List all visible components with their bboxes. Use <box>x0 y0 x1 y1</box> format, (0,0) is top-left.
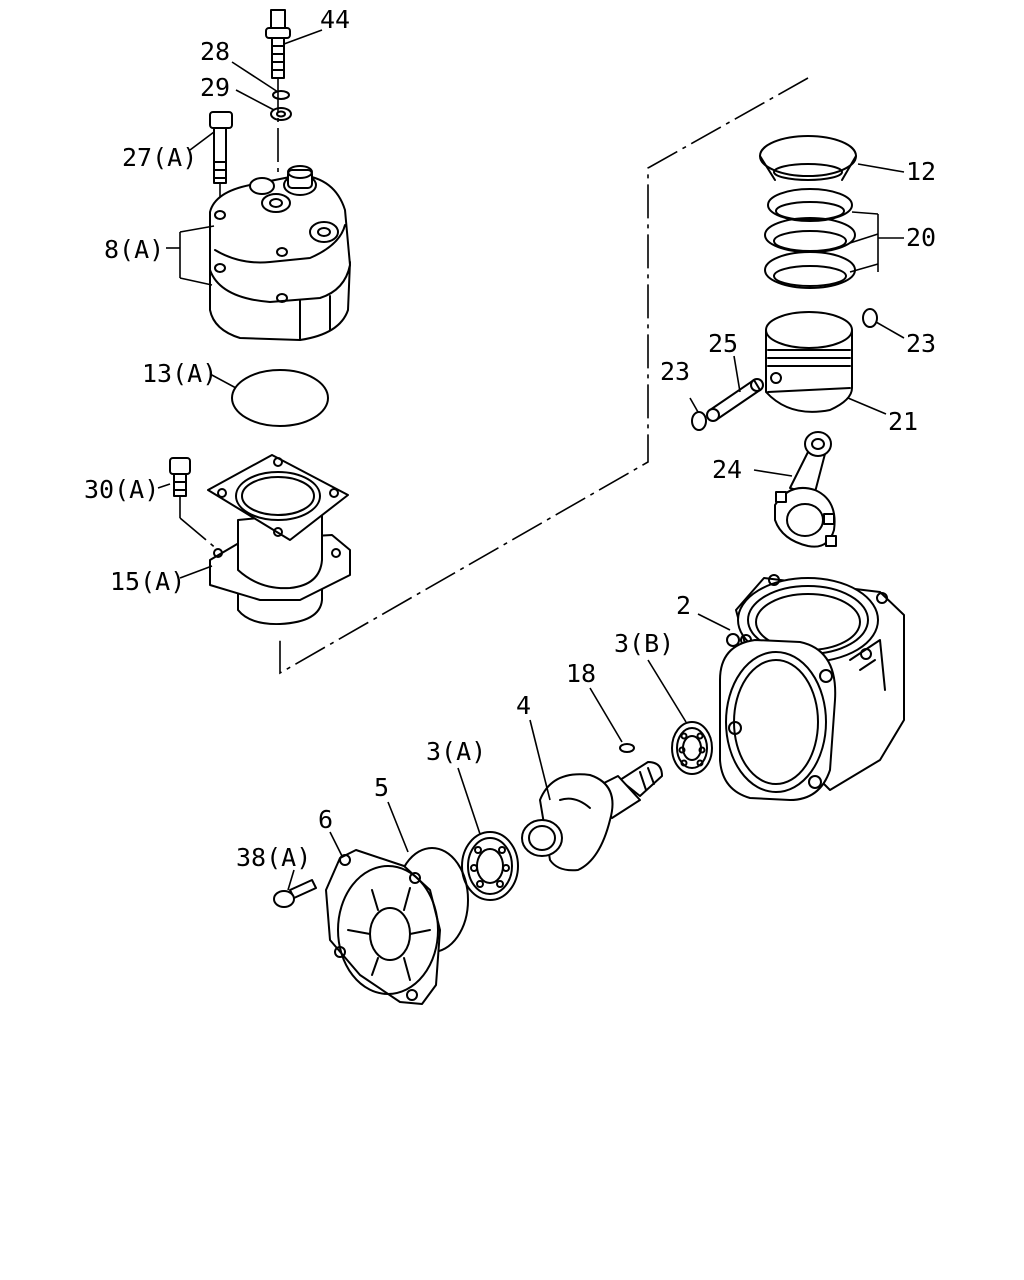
callout-25: 25 <box>708 329 738 358</box>
part-2-crankcase <box>719 574 905 801</box>
part-13a-gasket <box>231 369 329 427</box>
part-25-piston-pin <box>706 378 764 422</box>
callout-6: 6 <box>318 805 333 834</box>
callout-29: 29 <box>200 73 230 102</box>
part-12-piston-ring <box>759 135 857 181</box>
part-20-piston-rings <box>764 188 856 289</box>
part-3b-bearing <box>671 721 713 775</box>
part-3a-bearing <box>461 831 519 901</box>
part-30a-bolt <box>169 457 191 497</box>
part-21-piston <box>765 311 853 413</box>
leader-lines <box>157 29 905 891</box>
callout-15a: 15(A) <box>110 567 185 596</box>
axis-line-30b <box>179 517 219 551</box>
part-23-right-snap-ring <box>862 308 878 328</box>
callout-5: 5 <box>374 773 389 802</box>
part-4-crankshaft <box>521 761 663 872</box>
assembly-boundary-line <box>279 77 809 675</box>
part-8a-cylinder-head <box>209 165 351 341</box>
callout-13a: 13(A) <box>142 359 217 388</box>
callout-24: 24 <box>712 455 742 484</box>
callout-23-left: 23 <box>660 357 690 386</box>
part-44-stud-bolt <box>265 9 291 79</box>
callout-30a: 30(A) <box>84 475 159 504</box>
callout-27a: 27(A) <box>122 143 197 172</box>
part-23-left-snap-ring <box>691 411 707 431</box>
part-28-spring-washer <box>272 90 290 100</box>
part-24-connecting-rod <box>774 431 837 548</box>
callout-12: 12 <box>906 157 936 186</box>
callout-3a: 3(A) <box>426 737 486 766</box>
callout-28: 28 <box>200 37 230 66</box>
part-18-key <box>619 743 635 753</box>
callout-18: 18 <box>566 659 596 688</box>
callout-44: 44 <box>320 5 350 34</box>
part-38a-bolt <box>273 879 317 908</box>
callout-38a: 38(A) <box>236 843 311 872</box>
callout-2: 2 <box>676 591 691 620</box>
part-6-end-cover <box>325 849 441 1005</box>
callout-21: 21 <box>888 407 918 436</box>
callout-20: 20 <box>906 223 936 252</box>
part-27a-bolt <box>209 111 233 184</box>
callout-3b: 3(B) <box>614 629 674 658</box>
part-15a-cylinder <box>207 454 351 626</box>
callout-8a: 8(A) <box>104 235 164 264</box>
part-29-washer <box>270 107 292 121</box>
callout-23-right: 23 <box>906 329 936 358</box>
callout-4: 4 <box>516 691 531 720</box>
